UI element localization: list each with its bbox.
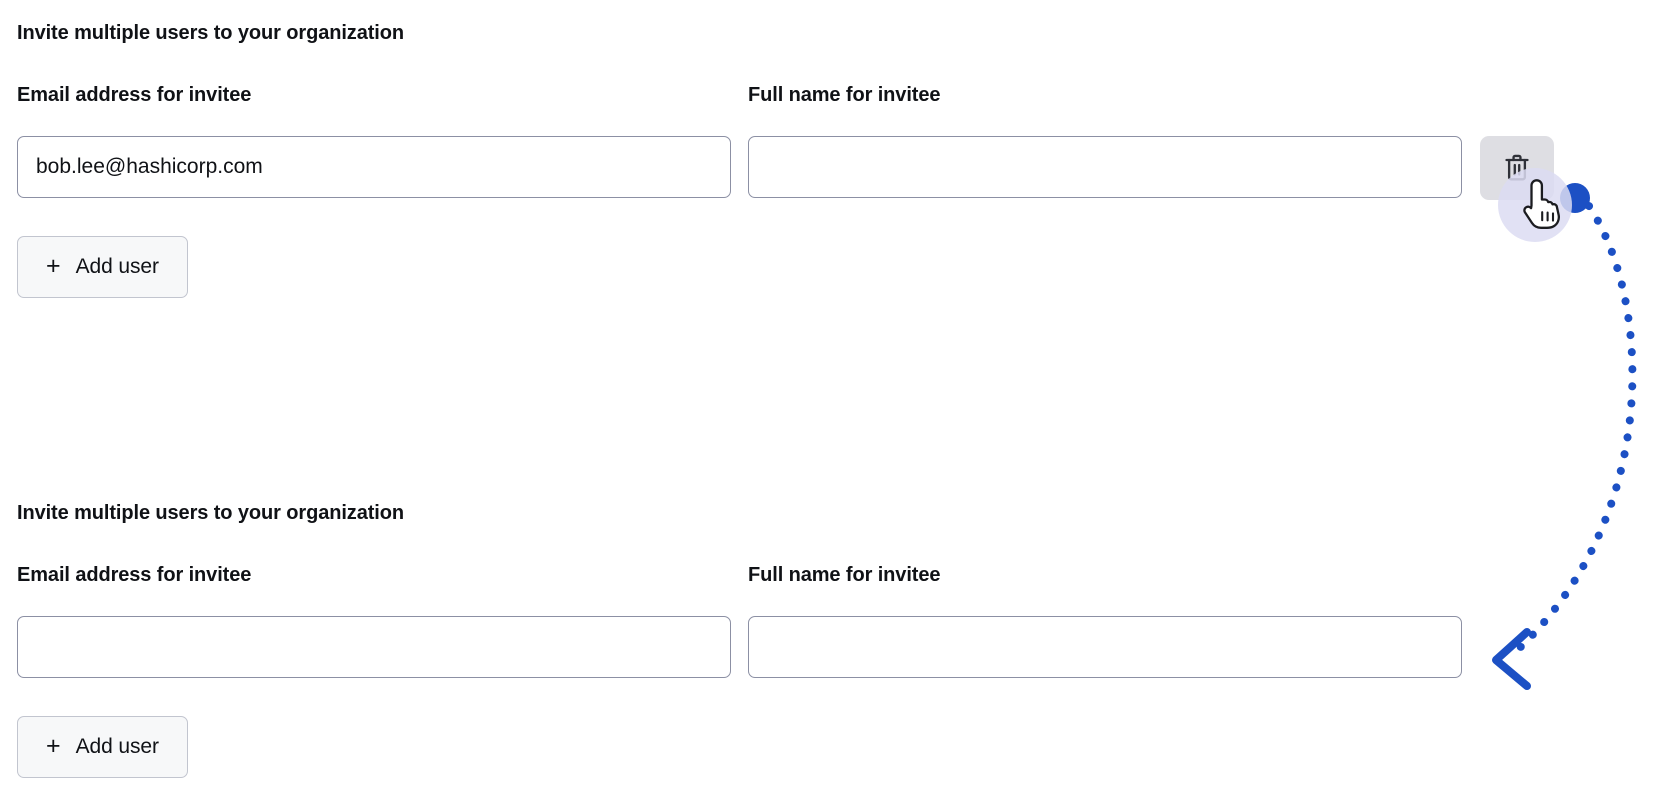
email-field-label: Email address for invitee [17,564,252,586]
field-labels-row: Email address for invitee Full name for … [0,84,1672,110]
field-inputs-row [0,616,1672,680]
fullname-field-label: Full name for invitee [748,84,941,106]
section-heading: Invite multiple users to your organizati… [17,22,404,44]
plus-icon: + [46,251,61,280]
section-heading: Invite multiple users to your organizati… [17,502,404,524]
field-labels-row: Email address for invitee Full name for … [0,564,1672,590]
fullname-input[interactable] [748,616,1462,678]
fullname-input[interactable] [748,136,1462,198]
email-input[interactable] [17,136,731,198]
add-user-label: Add user [75,255,159,278]
plus-icon: + [46,731,61,760]
fullname-field-label: Full name for invitee [748,564,941,586]
field-inputs-row [0,136,1672,200]
add-user-label: Add user [75,735,159,758]
add-user-button[interactable]: + Add user [17,716,188,778]
delete-row-button[interactable] [1480,136,1554,200]
add-user-button[interactable]: + Add user [17,236,188,298]
email-input[interactable] [17,616,731,678]
trash-icon [1502,152,1532,184]
email-field-label: Email address for invitee [17,84,252,106]
